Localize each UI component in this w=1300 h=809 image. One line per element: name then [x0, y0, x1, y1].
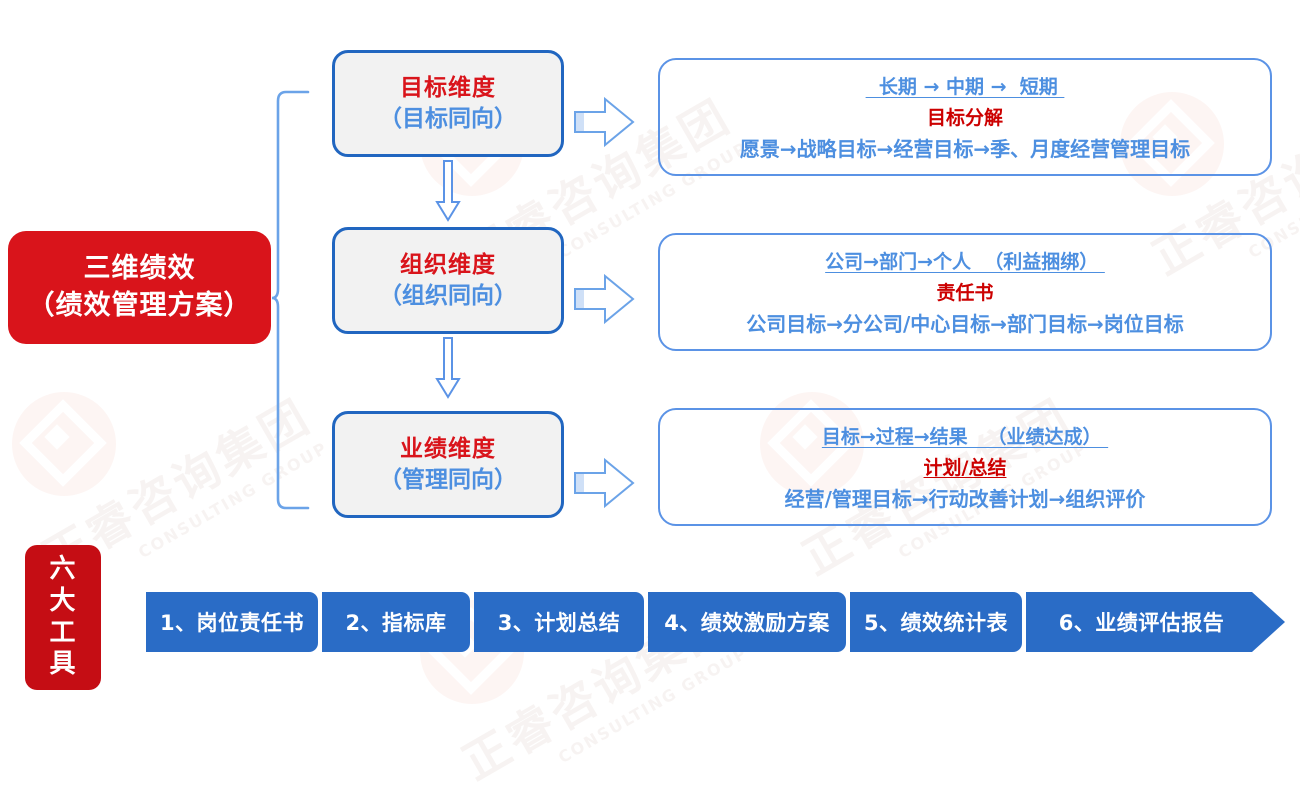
dimension-subtitle: （目标同向） [379, 105, 517, 132]
detail-box-goal[interactable]: 长期 → 中期 → 短期 目标分解 愿景→战略目标→经营目标→季、月度经营管理目… [658, 58, 1272, 176]
detail-box-organization[interactable]: 公司→部门→个人 （利益捆绑） 责任书 公司目标→分公司/中心目标→部门目标→岗… [658, 233, 1272, 351]
master-node-three-dimensional-performance[interactable]: 三维绩效 （绩效管理方案） [8, 231, 271, 344]
master-node-subtitle: （绩效管理方案） [27, 289, 252, 321]
block-arrow-right-icon [574, 273, 635, 325]
tool-chip-label: 6、业绩评估报告 [1058, 611, 1225, 635]
dimension-title: 组织维度 [400, 252, 496, 279]
detail-line-highlight: 计划/总结 [923, 457, 1007, 479]
dimension-title: 目标维度 [400, 75, 496, 102]
dimension-subtitle: （组织同向） [379, 282, 517, 309]
tool-chip-3[interactable]: 3、计划总结 [474, 592, 644, 652]
dimension-box-organization[interactable]: 组织维度 （组织同向） [332, 227, 564, 334]
tool-chip-5[interactable]: 5、绩效统计表 [850, 592, 1022, 652]
tool-chip-6[interactable]: 6、业绩评估报告 [1026, 592, 1285, 652]
tools-section-label: 六 大 工 具 [25, 545, 101, 690]
down-arrow-icon [435, 160, 461, 222]
dimension-subtitle: （管理同向） [379, 466, 517, 493]
tools-label-char: 工 [49, 617, 77, 648]
detail-line-highlight: 目标分解 [926, 107, 1003, 129]
dimension-box-performance[interactable]: 业绩维度 （管理同向） [332, 411, 564, 518]
diagram-canvas: 三维绩效 （绩效管理方案） 目标维度 （目标同向） 组织维度 （组织同向） 业绩… [8, 50, 1300, 690]
tools-label-char: 具 [49, 649, 77, 680]
tool-chip-label: 4、绩效激励方案 [664, 611, 830, 635]
detail-line-chain: 经营/管理目标→行动改善计划→组织评价 [784, 487, 1146, 511]
detail-line-chain: 愿景→战略目标→经营目标→季、月度经营管理目标 [739, 137, 1191, 161]
down-arrow-icon [435, 337, 461, 399]
tool-chip-label: 1、岗位责任书 [159, 611, 305, 635]
dimension-box-goal[interactable]: 目标维度 （目标同向） [332, 50, 564, 157]
tool-chip-label: 3、计划总结 [497, 611, 621, 635]
block-arrow-right-icon [574, 457, 635, 509]
tool-chip-1[interactable]: 1、岗位责任书 [146, 592, 318, 652]
tool-chip-label: 5、绩效统计表 [863, 611, 1009, 635]
detail-line-primary: 目标→过程→结果 （业绩达成） [821, 426, 1109, 448]
detail-box-performance[interactable]: 目标→过程→结果 （业绩达成） 计划/总结 经营/管理目标→行动改善计划→组织评… [658, 408, 1272, 526]
tools-label-char: 大 [49, 585, 77, 616]
block-arrow-right-icon [574, 96, 635, 148]
detail-line-highlight: 责任书 [936, 282, 994, 304]
dimension-title: 业绩维度 [400, 436, 496, 463]
detail-line-chain: 公司目标→分公司/中心目标→部门目标→岗位目标 [746, 312, 1184, 336]
left-brace-icon [271, 90, 310, 510]
tool-chip-label: 2、指标库 [345, 611, 447, 635]
detail-line-primary: 长期 → 中期 → 短期 [865, 76, 1065, 98]
tools-label-char: 六 [49, 554, 77, 585]
tool-chip-4[interactable]: 4、绩效激励方案 [648, 592, 846, 652]
master-node-title: 三维绩效 [83, 253, 196, 285]
detail-line-primary: 公司→部门→个人 （利益捆绑） [825, 251, 1105, 273]
tool-chip-2[interactable]: 2、指标库 [322, 592, 470, 652]
